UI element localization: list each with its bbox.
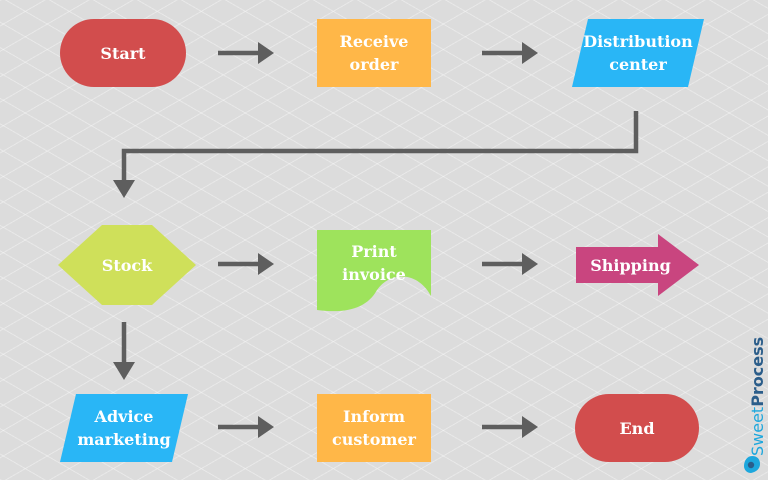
arrow-inform-to-end: [482, 416, 538, 438]
arrow-print-to-shipping: [482, 253, 538, 275]
parallelogram-shape: [60, 394, 188, 462]
arrow-shape: [576, 234, 699, 296]
receive-order-process: Receive order: [317, 19, 431, 87]
receive-order-label: Receive order: [339, 32, 409, 74]
inform-customer-label: Inform customer: [332, 407, 416, 449]
shipping-label: Shipping: [590, 255, 671, 275]
sweetprocess-logo: SweetProcess: [748, 337, 768, 456]
end-terminal: End: [575, 394, 699, 462]
distribution-center-io: Distribution center: [572, 19, 704, 87]
logo-word-sweet: Sweet: [748, 406, 767, 456]
arrow-advice-to-inform: [218, 416, 274, 438]
arrow-start-to-receive: [218, 42, 274, 64]
stock-decision: Stock: [58, 225, 196, 305]
print-invoice-document: Print invoice: [317, 230, 431, 312]
print-invoice-label: Print invoice: [342, 242, 406, 284]
advice-marketing-label: Advice marketing: [77, 407, 171, 449]
logo-word-process: Process: [748, 336, 767, 407]
stock-label: Stock: [101, 255, 153, 275]
arrow-receive-to-distribution: [482, 42, 538, 64]
end-label: End: [619, 418, 655, 438]
start-terminal: Start: [60, 19, 186, 87]
start-label: Start: [100, 43, 146, 63]
diamond-shape: [58, 225, 196, 305]
advice-marketing-io: Advice marketing: [60, 394, 188, 462]
arrow-stock-to-print: [218, 253, 274, 275]
shipping-arrow: Shipping: [576, 234, 699, 296]
document-shape: [317, 230, 431, 312]
inform-customer-process: Inform customer: [317, 394, 431, 462]
arrow-distribution-to-stock: [113, 111, 639, 198]
parallelogram-shape: [572, 19, 704, 87]
arrow-stock-to-advice: [113, 322, 135, 380]
sweetprocess-logo-icon: [744, 456, 760, 473]
distribution-center-label: Distribution center: [583, 32, 693, 74]
